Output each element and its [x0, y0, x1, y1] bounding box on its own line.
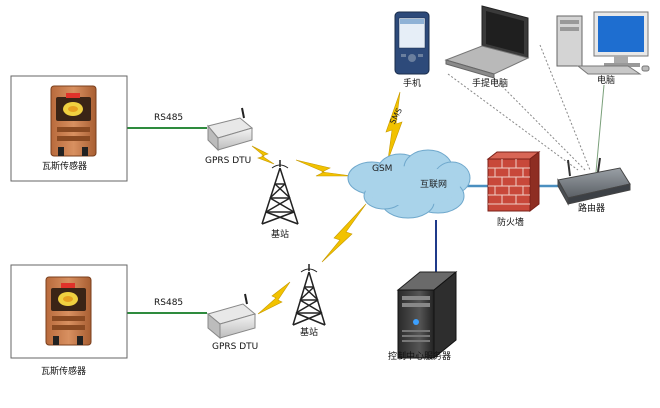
base-station-label-bottom: 基站: [300, 328, 319, 338]
gprs-dtu-device-top: [207, 107, 254, 152]
bolt-dtu-tower-top: [251, 145, 275, 165]
gas-sensor-icon: [45, 276, 92, 346]
bolt-tower-gsm-bottom: [321, 203, 367, 263]
wireless-signal-bolts: [251, 91, 403, 315]
laptop-icon: [444, 5, 530, 79]
phone-label: 手机: [403, 79, 422, 89]
base-station-tower-top: [261, 160, 299, 225]
firewall-label: 防火墙: [497, 218, 525, 228]
bolt-gsm-phone: [385, 91, 403, 161]
internet-label: 互联网: [420, 180, 448, 190]
laptop-router-dotted-2: [447, 73, 579, 171]
tower-router-dotted: [539, 44, 591, 171]
bolt-tower-gsm-top: [295, 159, 353, 177]
desktop-computer-icon: [556, 11, 650, 75]
laptop-router-dotted: [487, 71, 586, 171]
pc-router-link: [595, 84, 605, 173]
router-icon: [557, 157, 631, 206]
base-station-tower-bottom: [292, 264, 326, 326]
gsm-label: GSM: [372, 164, 393, 174]
internet-cloud: [347, 149, 471, 219]
sensor-label-top: 瓦斯传感器: [42, 162, 88, 172]
sensor-panel-top: [10, 75, 128, 182]
laptop-label: 手提电脑: [472, 79, 509, 89]
bolt-dtu-tower-bottom: [257, 281, 291, 315]
dtu-label-top: GPRS DTU: [205, 156, 252, 166]
pc-label: 电脑: [597, 76, 616, 86]
sensor-panel-bottom: [10, 264, 128, 359]
firewall-icon: [486, 150, 541, 213]
rs485-label-bottom: RS485: [154, 298, 184, 308]
sensor-label-bottom: 瓦斯传感器: [41, 367, 87, 377]
connection-lines: [127, 44, 605, 314]
server-label: 控制中心服务器: [388, 352, 452, 362]
gas-sensor-icon: [50, 85, 97, 157]
phone-icon: [394, 11, 430, 75]
rs485-label-top: RS485: [154, 113, 184, 123]
dtu-label-bottom: GPRS DTU: [212, 342, 259, 352]
server-icon: [396, 270, 458, 360]
base-station-label-top: 基站: [271, 230, 290, 240]
router-label: 路由器: [578, 204, 606, 214]
gprs-dtu-device-bottom: [206, 293, 257, 340]
